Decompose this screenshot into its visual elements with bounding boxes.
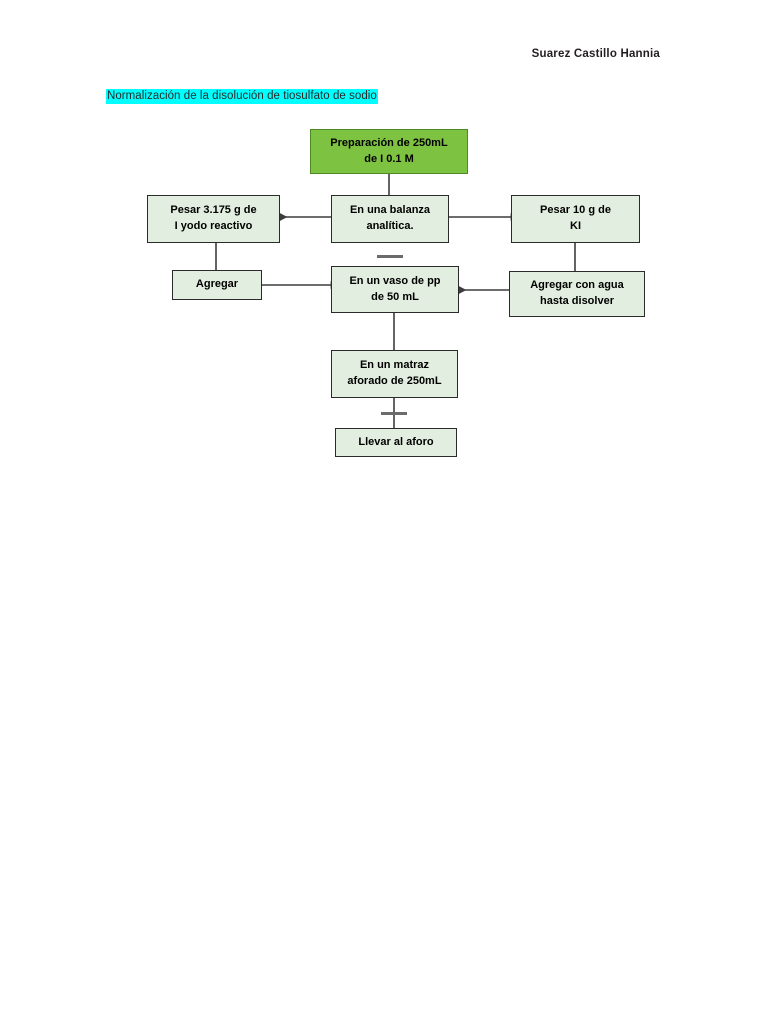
node-pesar-ki-label: Pesar 10 g de KI bbox=[540, 204, 611, 232]
node-matraz-label: En un matraz aforado de 250mL bbox=[347, 359, 442, 387]
node-agregar-label: Agregar bbox=[195, 278, 239, 291]
node-preparacion-label: Preparación de 250mL de I 0.1 M bbox=[330, 136, 448, 165]
node-llevar-aforo[interactable]: Llevar al aforo bbox=[335, 428, 457, 457]
flowchart: Preparación de 250mL de I 0.1 M En una b… bbox=[147, 129, 645, 457]
author-name: Suarez Castillo Hannia bbox=[531, 48, 660, 60]
node-pesar-yodo[interactable]: Pesar 3.175 g de I yodo reactivo bbox=[147, 195, 280, 243]
node-pesar-ki[interactable]: Pesar 10 g de KI bbox=[511, 195, 640, 243]
node-balanza[interactable]: En una balanza analítica. bbox=[331, 195, 449, 243]
page-title: Normalización de la disolución de tiosul… bbox=[106, 89, 378, 104]
node-preparacion[interactable]: Preparación de 250mL de I 0.1 M bbox=[310, 129, 468, 174]
node-pesar-yodo-label: Pesar 3.175 g de I yodo reactivo bbox=[170, 204, 257, 232]
node-balanza-label: En una balanza analítica. bbox=[349, 204, 431, 232]
connector-dash-lower bbox=[381, 412, 407, 415]
node-matraz[interactable]: En un matraz aforado de 250mL bbox=[331, 350, 458, 398]
node-agregar[interactable]: Agregar bbox=[172, 270, 262, 300]
node-vaso-pp[interactable]: En un vaso de pp de 50 mL bbox=[331, 266, 459, 313]
node-agregar-agua-label: Agregar con agua hasta disolver bbox=[530, 279, 624, 307]
node-agregar-agua[interactable]: Agregar con agua hasta disolver bbox=[509, 271, 645, 317]
connector-dash-upper bbox=[377, 255, 403, 258]
node-vaso-pp-label: En un vaso de pp de 50 mL bbox=[349, 274, 441, 303]
node-llevar-aforo-label: Llevar al aforo bbox=[358, 435, 434, 448]
